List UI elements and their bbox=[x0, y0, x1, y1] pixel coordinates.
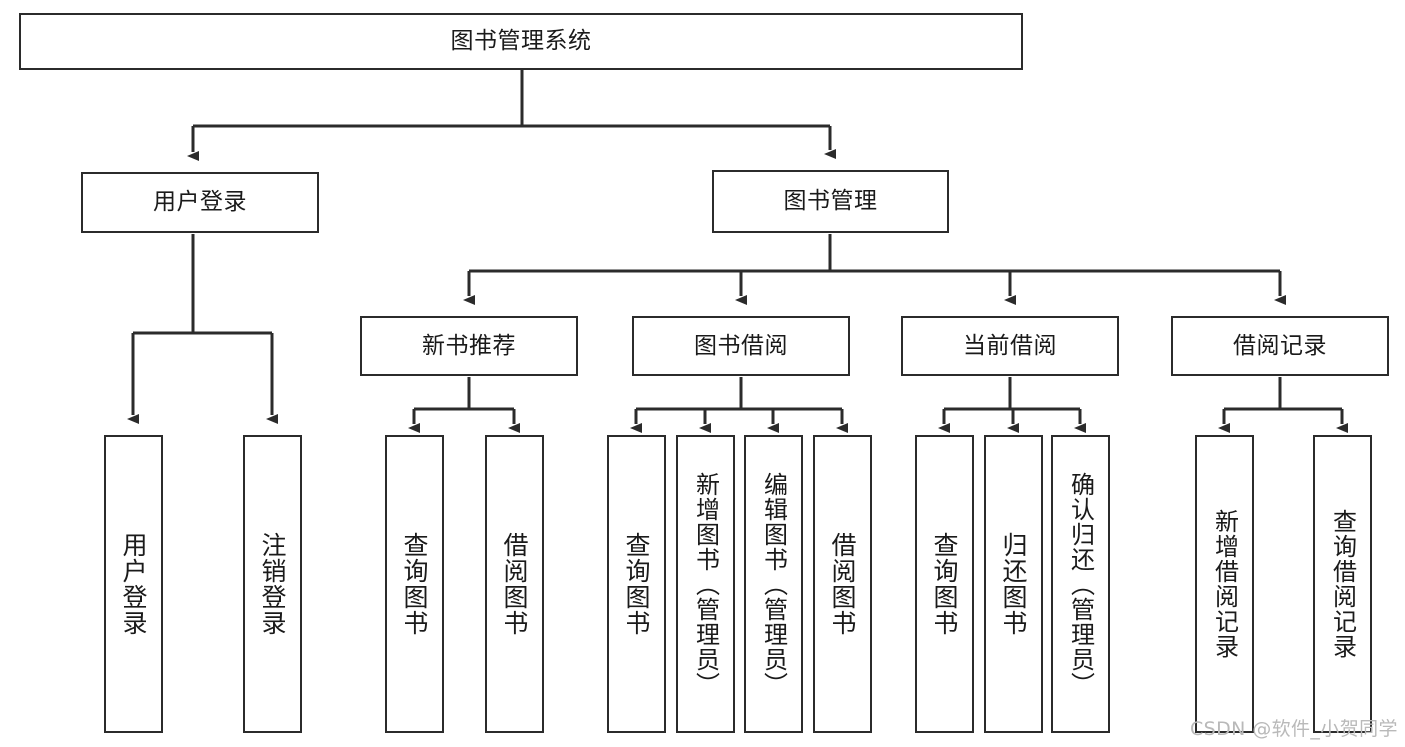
node-leaf-return-book-label: 归还图书 bbox=[999, 532, 1028, 636]
node-leaf-user-logout[interactable]: 注销登录 bbox=[243, 435, 302, 733]
node-user-login[interactable]: 用户登录 bbox=[81, 172, 319, 233]
node-leaf-query-book-1[interactable]: 查询图书 bbox=[385, 435, 444, 733]
node-new-book-recommend-label: 新书推荐 bbox=[422, 332, 516, 359]
node-leaf-add-record[interactable]: 新增借阅记录 bbox=[1195, 435, 1254, 733]
node-leaf-query-book-2-label: 查询图书 bbox=[622, 532, 651, 636]
node-leaf-confirm-return-label: 确认归还（管理员） bbox=[1066, 471, 1095, 697]
node-book-management-label: 图书管理 bbox=[783, 188, 878, 215]
node-user-login-label: 用户登录 bbox=[153, 189, 247, 216]
node-leaf-confirm-return[interactable]: 确认归还（管理员） bbox=[1051, 435, 1110, 733]
node-leaf-user-logout-label: 注销登录 bbox=[258, 532, 287, 636]
node-leaf-borrow-book-1[interactable]: 借阅图书 bbox=[485, 435, 544, 733]
node-book-management[interactable]: 图书管理 bbox=[712, 170, 949, 233]
node-new-book-recommend[interactable]: 新书推荐 bbox=[360, 316, 578, 376]
node-leaf-add-book-label: 新增图书（管理员） bbox=[691, 471, 720, 697]
node-leaf-edit-book[interactable]: 编辑图书（管理员） bbox=[744, 435, 803, 733]
node-leaf-query-record-label: 查询借阅记录 bbox=[1328, 509, 1357, 659]
node-book-borrow-label: 图书借阅 bbox=[694, 332, 788, 359]
node-leaf-user-login[interactable]: 用户登录 bbox=[104, 435, 163, 733]
node-root[interactable]: 图书管理系统 bbox=[19, 13, 1023, 70]
node-root-label: 图书管理系统 bbox=[450, 28, 592, 55]
node-leaf-query-book-1-label: 查询图书 bbox=[400, 532, 429, 636]
node-borrow-record-label: 借阅记录 bbox=[1233, 332, 1327, 359]
node-leaf-query-record[interactable]: 查询借阅记录 bbox=[1313, 435, 1372, 733]
node-leaf-add-book[interactable]: 新增图书（管理员） bbox=[676, 435, 735, 733]
node-borrow-record[interactable]: 借阅记录 bbox=[1171, 316, 1389, 376]
node-leaf-edit-book-label: 编辑图书（管理员） bbox=[759, 471, 788, 697]
node-leaf-query-book-3-label: 查询图书 bbox=[930, 532, 959, 636]
node-leaf-return-book[interactable]: 归还图书 bbox=[984, 435, 1043, 733]
node-current-borrow[interactable]: 当前借阅 bbox=[901, 316, 1119, 376]
node-leaf-borrow-book-1-label: 借阅图书 bbox=[500, 532, 529, 636]
node-leaf-borrow-book-2[interactable]: 借阅图书 bbox=[813, 435, 872, 733]
node-leaf-query-book-3[interactable]: 查询图书 bbox=[915, 435, 974, 733]
csdn-watermark: CSDN @软件_小贺同学 bbox=[1190, 718, 1398, 740]
node-leaf-borrow-book-2-label: 借阅图书 bbox=[828, 532, 857, 636]
node-leaf-user-login-label: 用户登录 bbox=[119, 532, 148, 636]
node-current-borrow-label: 当前借阅 bbox=[963, 332, 1057, 359]
node-book-borrow[interactable]: 图书借阅 bbox=[632, 316, 850, 376]
node-leaf-query-book-2[interactable]: 查询图书 bbox=[607, 435, 666, 733]
node-leaf-add-record-label: 新增借阅记录 bbox=[1210, 509, 1239, 659]
